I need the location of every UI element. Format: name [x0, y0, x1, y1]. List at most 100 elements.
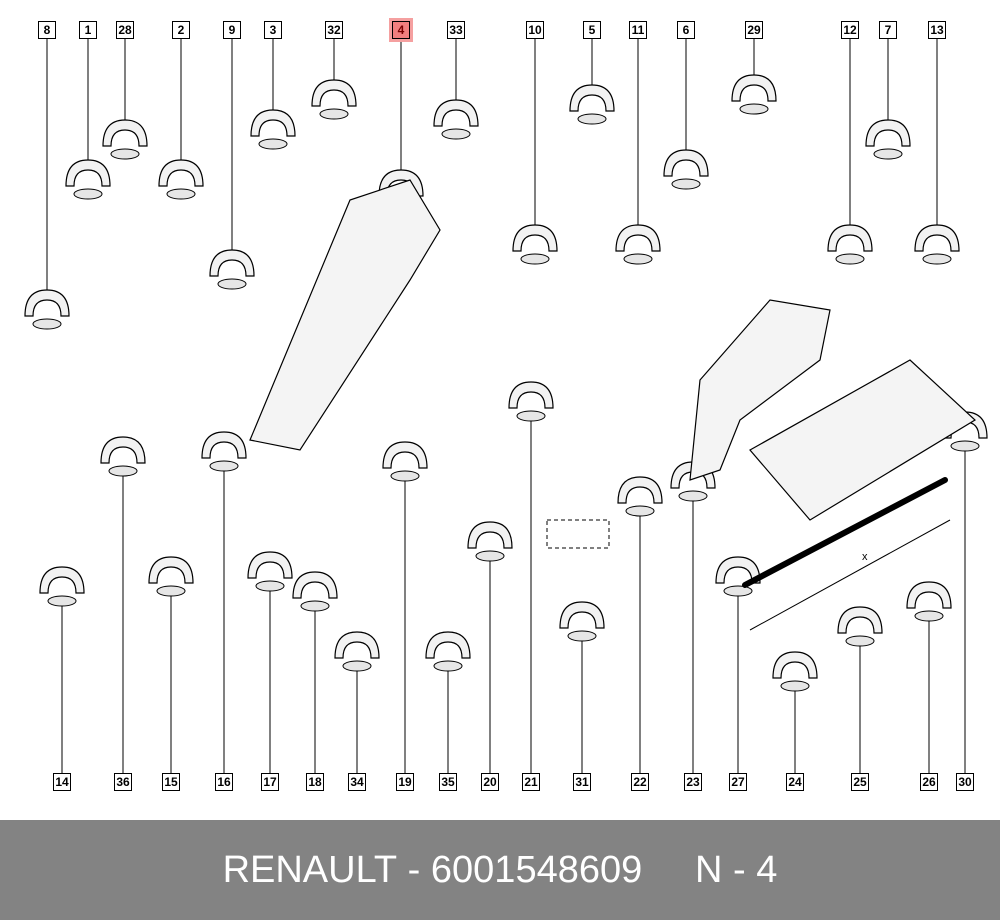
part-19-base: [390, 470, 420, 482]
callout-label-34[interactable]: 34: [348, 773, 366, 791]
callout-label-33[interactable]: 33: [447, 21, 465, 39]
part-35-body: [425, 631, 471, 659]
callout-label-31[interactable]: 31: [573, 773, 591, 791]
callout-label-15[interactable]: 15: [162, 773, 180, 791]
part-3-body: [250, 109, 296, 137]
callout-label-5[interactable]: 5: [583, 21, 601, 39]
part-30-base: [950, 440, 980, 452]
dashed-placeholder-box: [546, 519, 610, 549]
part-29-body: [731, 74, 777, 102]
callout-label-25[interactable]: 25: [851, 773, 869, 791]
callout-label-16[interactable]: 16: [215, 773, 233, 791]
part-16-body: [201, 431, 247, 459]
part-3-base: [258, 138, 288, 150]
callout-label-14[interactable]: 14: [53, 773, 71, 791]
part-31-body: [559, 601, 605, 629]
part-1-body: [65, 159, 111, 187]
callout-label-13[interactable]: 13: [928, 21, 946, 39]
callout-label-3[interactable]: 3: [264, 21, 282, 39]
part-22-base: [625, 505, 655, 517]
callout-label-11[interactable]: 11: [629, 21, 647, 39]
callout-label-18[interactable]: 18: [306, 773, 324, 791]
part-16-base: [209, 460, 239, 472]
callout-label-21[interactable]: 21: [522, 773, 540, 791]
part-12-base: [835, 253, 865, 265]
callout-label-4[interactable]: 4: [392, 21, 410, 39]
callout-label-30[interactable]: 30: [956, 773, 974, 791]
callout-label-29[interactable]: 29: [745, 21, 763, 39]
parts-illustration: x: [24, 39, 988, 773]
part-9-base: [217, 278, 247, 290]
part-7-body: [865, 119, 911, 147]
part-18-body: [292, 571, 338, 599]
callout-label-2[interactable]: 2: [172, 21, 190, 39]
callout-label-27[interactable]: 27: [729, 773, 747, 791]
callout-label-12[interactable]: 12: [841, 21, 859, 39]
part-34-base: [342, 660, 372, 672]
part-25-body: [837, 606, 883, 634]
part-8-body: [24, 289, 70, 317]
part-33-body: [433, 99, 479, 127]
part-35-base: [433, 660, 463, 672]
callout-label-26[interactable]: 26: [920, 773, 938, 791]
part-36-body: [100, 436, 146, 464]
spacer: [642, 849, 695, 892]
part-24-base: [780, 680, 810, 692]
callout-label-24[interactable]: 24: [786, 773, 804, 791]
part-26-base: [914, 610, 944, 622]
callout-label-10[interactable]: 10: [526, 21, 544, 39]
part-13-body: [914, 224, 960, 252]
callout-label-1[interactable]: 1: [79, 21, 97, 39]
part-8-base: [32, 318, 62, 330]
callout-label-17[interactable]: 17: [261, 773, 279, 791]
part-13-base: [922, 253, 952, 265]
callout-label-9[interactable]: 9: [223, 21, 241, 39]
part-33-base: [441, 128, 471, 140]
part-1-base: [73, 188, 103, 200]
part-21-base: [516, 410, 546, 422]
part-15-body: [148, 556, 194, 584]
part-23-base: [678, 490, 708, 502]
callout-label-23[interactable]: 23: [684, 773, 702, 791]
callout-label-19[interactable]: 19: [396, 773, 414, 791]
part-17-body: [247, 551, 293, 579]
part-6-body: [663, 149, 709, 177]
callout-label-35[interactable]: 35: [439, 773, 457, 791]
part-6-base: [671, 178, 701, 190]
part-27-cable-tie: [742, 477, 948, 588]
callout-label-7[interactable]: 7: [879, 21, 897, 39]
part-20-body: [467, 521, 513, 549]
part-29-base: [739, 103, 769, 115]
part-28-body: [102, 119, 148, 147]
part-17-base: [255, 580, 285, 592]
part-24-body: [772, 651, 818, 679]
part-15-base: [156, 585, 186, 597]
part-12-body: [827, 224, 873, 252]
part-5-base: [577, 113, 607, 125]
part-11-base: [623, 253, 653, 265]
callout-label-8[interactable]: 8: [38, 21, 56, 39]
part-7-base: [873, 148, 903, 160]
part-2-base: [166, 188, 196, 200]
part-22-body: [617, 476, 663, 504]
part-14-body: [39, 566, 85, 594]
part-2-body: [158, 159, 204, 187]
part-11-body: [615, 224, 661, 252]
callout-label-22[interactable]: 22: [631, 773, 649, 791]
part-20-base: [475, 550, 505, 562]
part-27-base: [723, 585, 753, 597]
callout-label-32[interactable]: 32: [325, 21, 343, 39]
part-32-body: [311, 79, 357, 107]
part-30-pad: [749, 359, 976, 521]
part-19-body: [382, 441, 428, 469]
callout-label-28[interactable]: 28: [116, 21, 134, 39]
callout-label-36[interactable]: 36: [114, 773, 132, 791]
part-28-base: [110, 148, 140, 160]
part-31-base: [567, 630, 597, 642]
callout-label-20[interactable]: 20: [481, 773, 499, 791]
part-10-base: [520, 253, 550, 265]
part-34-body: [334, 631, 380, 659]
footer-caption: RENAULT - 6001548609 N - 4: [0, 820, 1000, 920]
callout-label-6[interactable]: 6: [677, 21, 695, 39]
